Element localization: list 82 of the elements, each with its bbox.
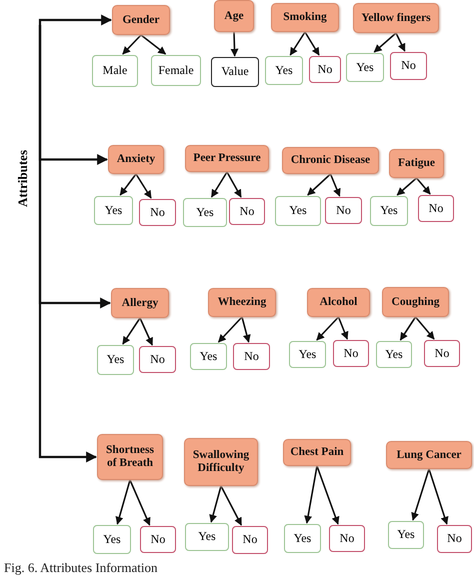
option-box: Yes [346, 53, 384, 82]
arrow [395, 32, 406, 52]
attribute-box: Age [214, 0, 254, 32]
option-box: Yes [376, 341, 412, 368]
attribute-box: Lung Cancer [386, 441, 472, 469]
option-box: Yes [94, 196, 133, 225]
option-box: Male [92, 55, 138, 87]
option-box: Yes [370, 196, 408, 226]
attribute-box: Wheezing [208, 288, 276, 317]
option-box: Yes [185, 523, 229, 551]
option-box: Yes [93, 525, 131, 554]
arrow [210, 172, 228, 198]
arrow [428, 468, 448, 525]
attribute-box: Coughing [382, 287, 449, 317]
arrow [374, 32, 397, 53]
attribute-box: Chronic Disease [282, 147, 379, 174]
attribute-box: Peer Pressure [185, 145, 269, 172]
attribute-box: Chest Pain [283, 439, 351, 466]
option-box: No [309, 56, 341, 83]
attribute-box: Allergy [111, 288, 169, 318]
arrow [218, 316, 243, 343]
option-box: No [139, 346, 176, 373]
arrow [396, 177, 418, 196]
option-box: No [329, 525, 365, 552]
axis-label: Attributes [15, 150, 31, 208]
arrow [411, 468, 430, 521]
arrow [304, 32, 320, 56]
option-box: Yes [388, 521, 424, 549]
option-box: No [325, 197, 362, 224]
arrow [209, 486, 222, 523]
arrow [414, 316, 435, 340]
option-box: Yes [190, 343, 227, 370]
option-box: Female [151, 55, 201, 86]
arrow [290, 32, 306, 56]
arrow [304, 466, 318, 524]
arrow [338, 316, 348, 340]
option-box: No [333, 340, 369, 367]
option-box: Yes [275, 196, 321, 226]
arrow [122, 318, 141, 345]
option-box: No [418, 195, 454, 222]
option-box: Yes [265, 56, 303, 85]
option-box: Yes [183, 198, 227, 227]
arrow [135, 174, 152, 199]
arrow [120, 174, 137, 196]
arrow [38, 25, 98, 462]
arrow [220, 486, 242, 526]
option-box: No [229, 198, 265, 225]
arrow [140, 34, 166, 55]
option-box: No [232, 526, 268, 554]
arrow [316, 316, 340, 341]
option-box: No [424, 340, 460, 367]
attribute-box: Smoking [271, 3, 339, 32]
attribute-box: Yellow fingers [353, 3, 439, 33]
figure-caption: Fig. 6. Attributes Information [4, 560, 158, 576]
option-box: No [233, 343, 270, 370]
option-box: Yes [284, 524, 321, 553]
arrow [400, 316, 416, 341]
arrow [241, 316, 251, 343]
arrow [116, 480, 131, 525]
option-box: No [437, 525, 472, 553]
attribute-box: Fatigue [389, 149, 444, 178]
option-box: Yes [289, 341, 326, 368]
arrow [416, 177, 431, 195]
arrow [226, 172, 242, 198]
arrow [330, 174, 341, 197]
arrow [122, 34, 142, 55]
attribute-box: Shortness of Breath [97, 434, 163, 480]
arrow [230, 32, 238, 57]
option-box: No [390, 52, 427, 80]
attribute-box: Swallowing Difficulty [184, 438, 258, 486]
option-box: No [140, 526, 176, 553]
value-box: Value [211, 57, 259, 87]
arrow [316, 466, 340, 525]
option-box: No [139, 199, 176, 226]
option-box: Yes [97, 345, 134, 375]
arrow [139, 318, 153, 346]
attribute-box: Gender [112, 5, 170, 35]
attribute-box: Alcohol [307, 288, 370, 317]
attribute-box: Anxiety [108, 145, 164, 174]
arrow [307, 173, 332, 196]
arrow [129, 480, 150, 526]
arrow [38, 14, 112, 26]
